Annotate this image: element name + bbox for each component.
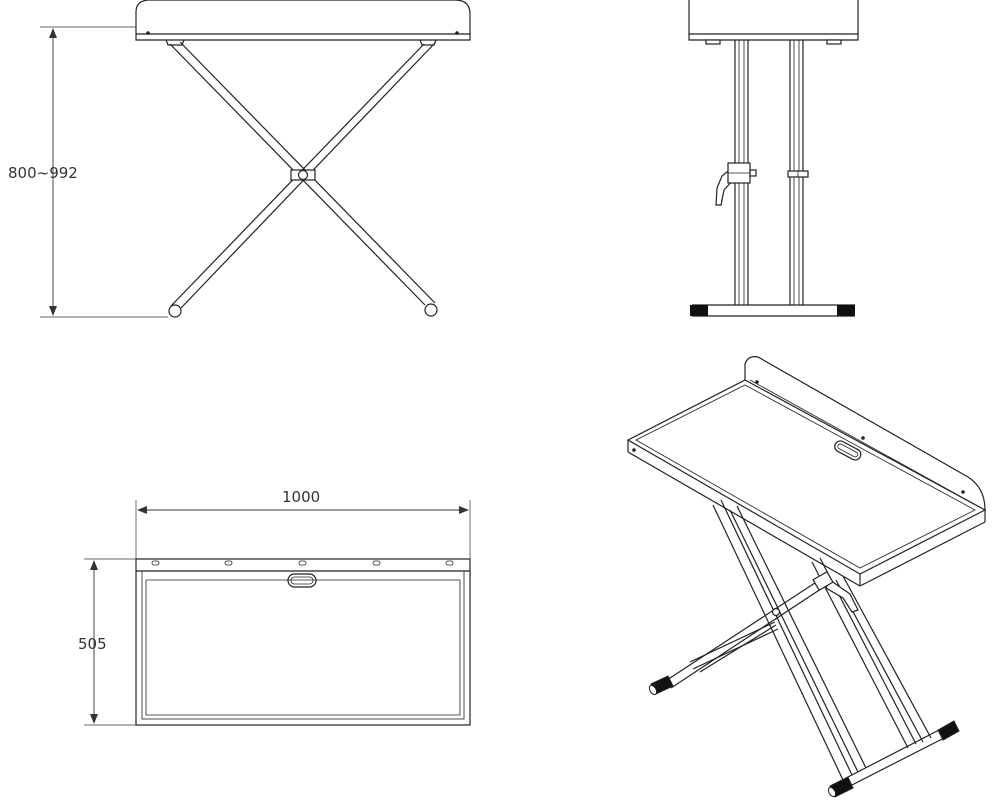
iso-foot-front <box>827 776 854 798</box>
front-pivot <box>297 169 309 181</box>
depth-dimension: 505 <box>78 558 136 726</box>
height-dimension: 800~992 <box>8 26 168 318</box>
iso-back-rail <box>744 356 986 511</box>
top-view-holes <box>151 560 454 566</box>
side-foot-left <box>690 305 708 316</box>
top-view-outline <box>135 558 471 726</box>
front-foot-left <box>168 304 182 318</box>
front-view <box>135 0 471 318</box>
front-screw-right <box>455 31 459 35</box>
handle-slot <box>287 573 317 588</box>
front-tabletop <box>135 0 471 41</box>
top-view <box>135 558 471 726</box>
iso-foot-back <box>937 720 960 741</box>
side-foot-right <box>837 305 855 316</box>
height-label: 800~992 <box>8 164 78 182</box>
isometric-view <box>626 356 987 798</box>
iso-clamp-lever <box>825 579 859 613</box>
front-foot-right <box>424 303 438 317</box>
iso-legs <box>666 499 949 787</box>
side-tabletop <box>688 0 859 41</box>
iso-handle-slot <box>834 440 862 461</box>
iso-pivot <box>771 607 781 617</box>
iso-tabletop <box>626 379 987 575</box>
width-label: 1000 <box>282 488 320 506</box>
width-dimension: 1000 <box>135 488 471 559</box>
side-view <box>688 0 859 317</box>
depth-label: 505 <box>78 635 107 653</box>
iso-foot-left <box>648 675 674 696</box>
front-screw-left <box>146 31 150 35</box>
